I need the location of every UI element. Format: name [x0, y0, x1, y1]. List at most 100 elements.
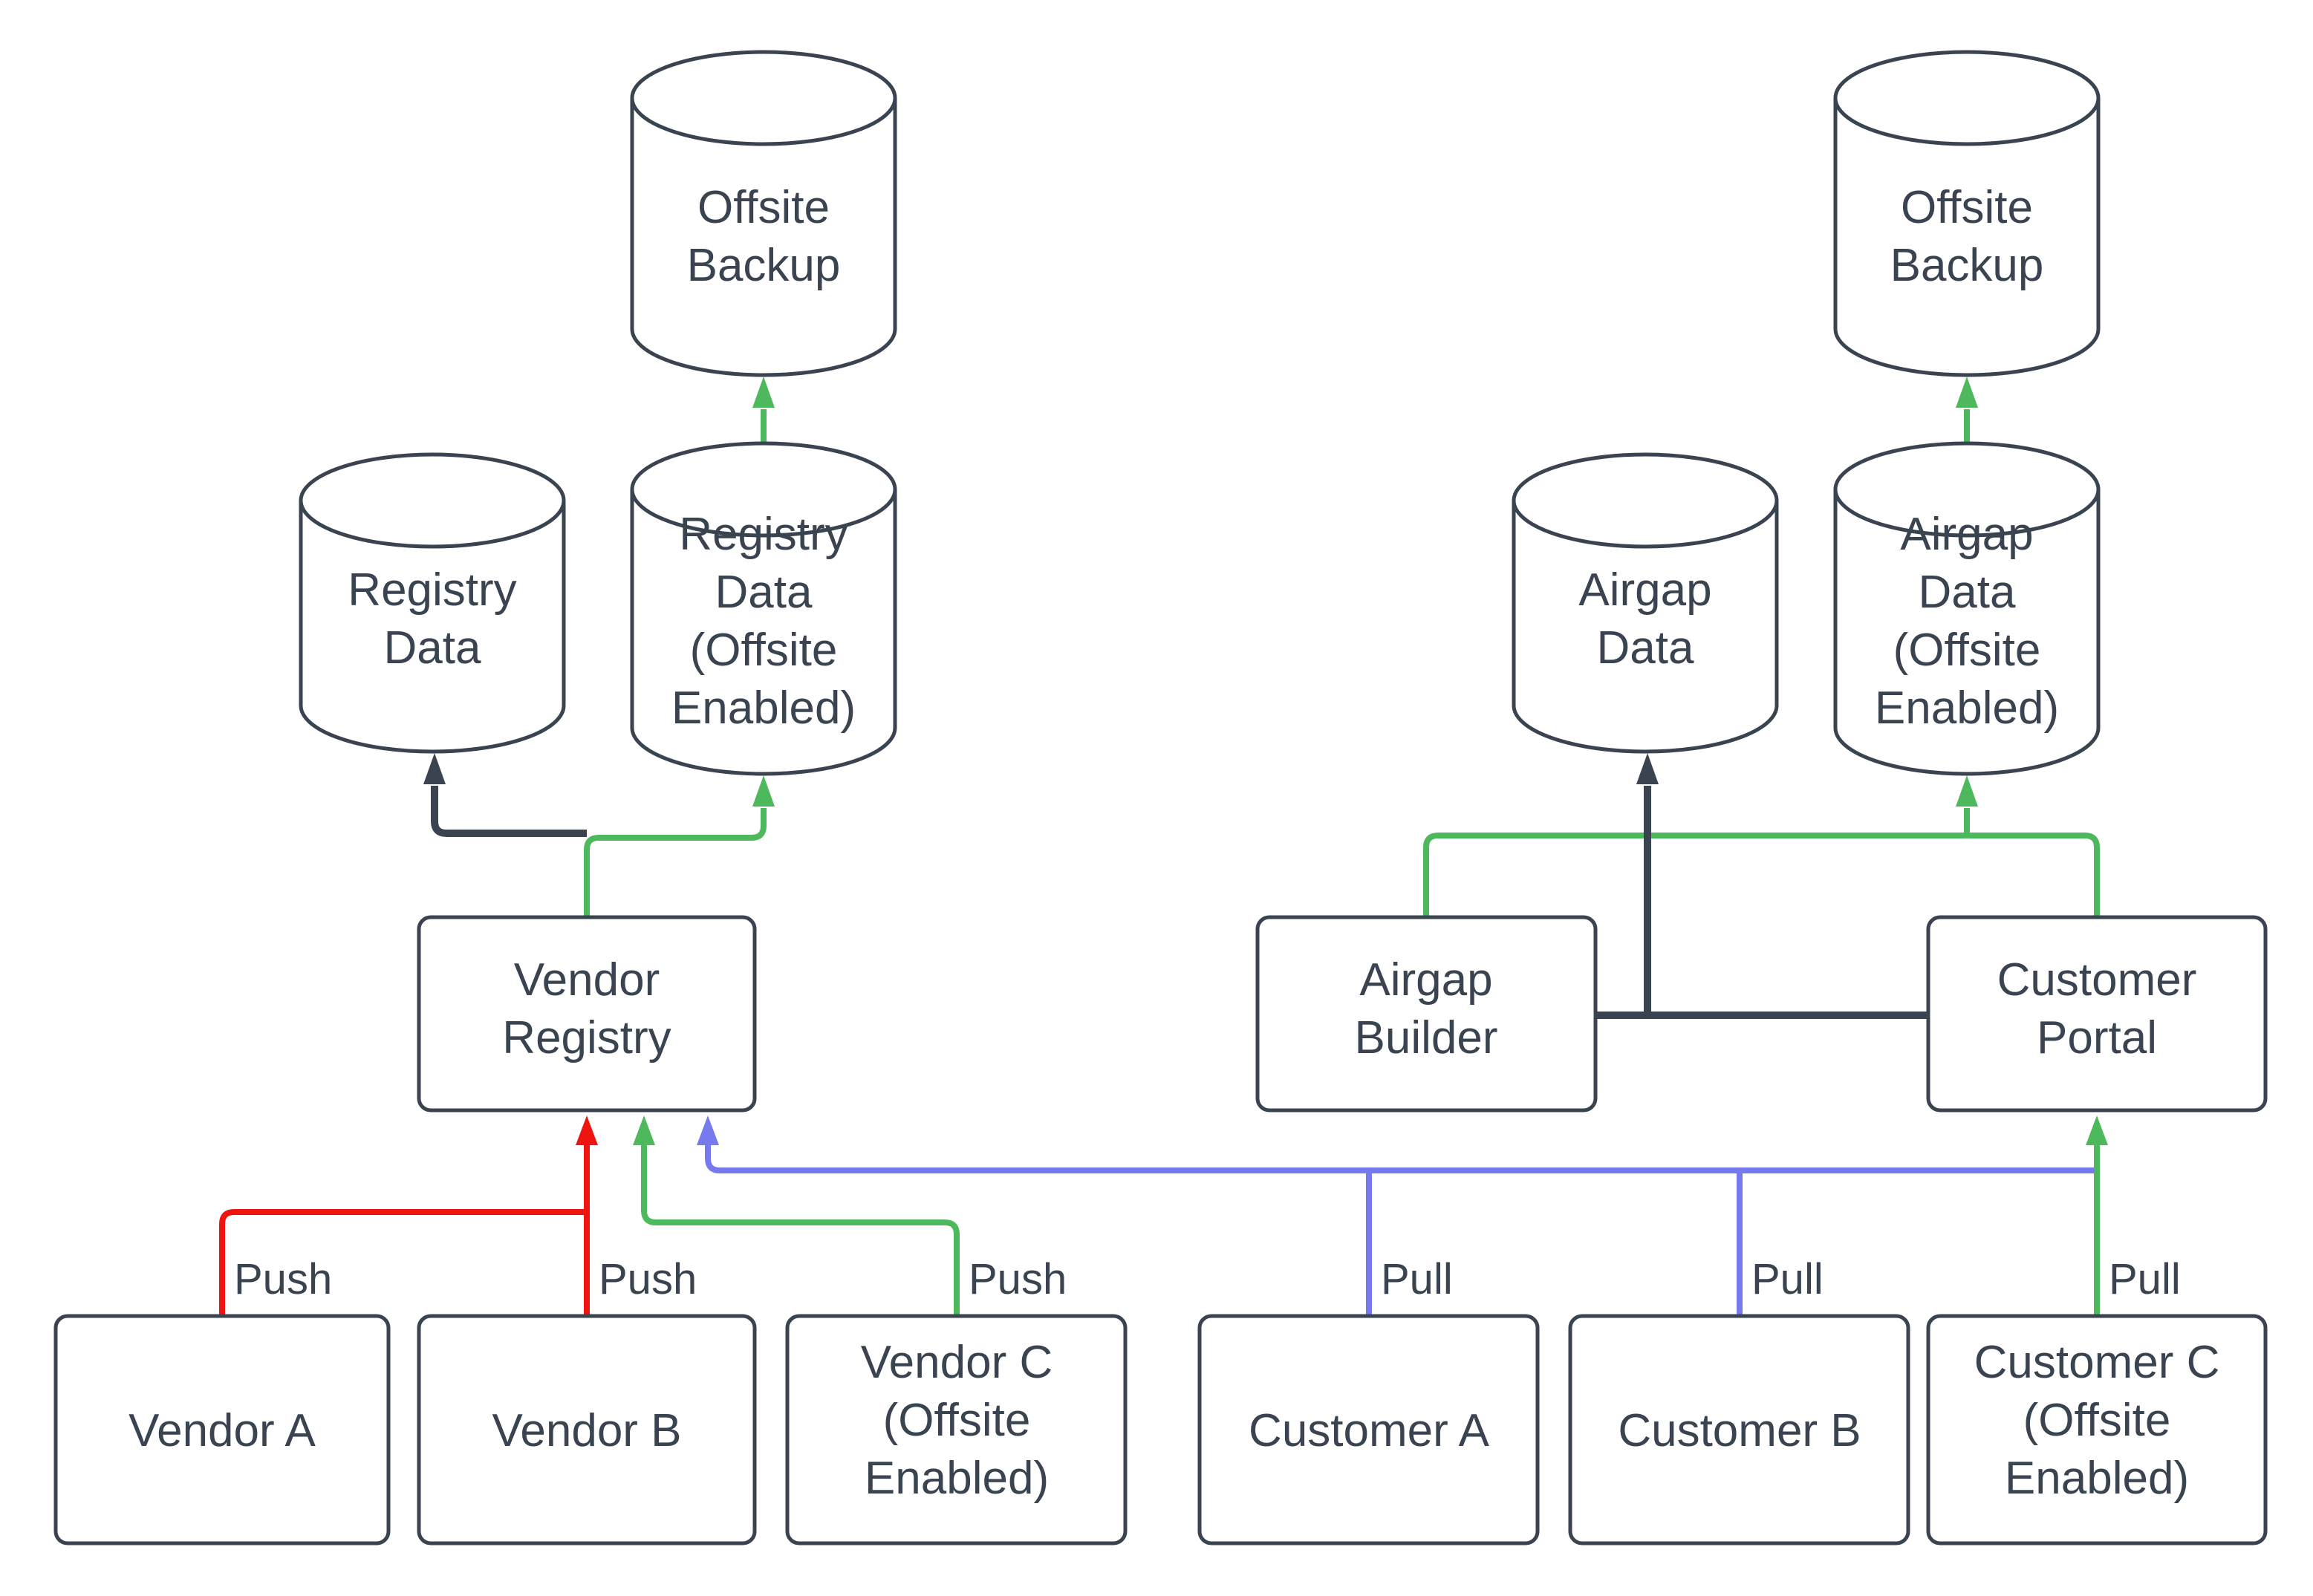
offsite-backup-left-cylinder [630, 98, 897, 377]
customer-c-box [1926, 1314, 2268, 1545]
node-customer-a: Customer A [1197, 1314, 1540, 1545]
customer-a-box [1197, 1314, 1540, 1545]
vendor-registry-label: Vendor [514, 954, 660, 1006]
vendor-a-box [53, 1314, 391, 1545]
node-customer-c: Customer C (Offsite Enabled) [1926, 1314, 2268, 1545]
edge-registry-offsite-to-offsite-backup [752, 377, 775, 443]
push-label-vendor-a: Push [234, 1255, 332, 1303]
airgap-data-cylinder [1512, 501, 1779, 754]
pull-label-customer-a: Pull [1381, 1255, 1453, 1303]
offsite-backup-right-label: Offsite [1901, 182, 2033, 233]
customer-b-box [1568, 1314, 1910, 1545]
offsite-backup-left-label: Offsite [697, 182, 830, 233]
customer-portal-box [1926, 915, 2268, 1113]
airgap-data-offsite-cylinder [1833, 489, 2101, 776]
airgap-builder-box [1255, 915, 1598, 1113]
node-offsite-backup-left: Offsite Backup [630, 50, 897, 377]
registry-data-line [431, 786, 587, 837]
pull-label-customer-b: Pull [1751, 1255, 1824, 1303]
edge-airgap-builder-customer-portal [1595, 753, 1928, 1019]
offsite-backup-right-cylinder-top [1833, 50, 2101, 146]
edge-customer-c-pull-to-customer-portal [2086, 1115, 2108, 1316]
arrowhead-into-offsite-backup-left [752, 377, 775, 408]
node-customer-portal: Customer Portal [1926, 915, 2268, 1113]
offsite-backup-right-label: Backup [1890, 240, 2044, 291]
airgap-builder-label: Builder [1355, 1012, 1498, 1064]
vendor-c-label: Enabled) [865, 1453, 1049, 1504]
node-vendor-b: Vendor B [417, 1314, 757, 1545]
pull-bus-line [705, 1145, 2097, 1173]
airgap-data-cylinder-top [1512, 452, 1779, 549]
vendor-registry-box [417, 915, 757, 1113]
airgap-data-offsite-label: Airgap [1900, 509, 2033, 560]
customer-b-label: Customer B [1618, 1405, 1861, 1456]
airgap-data-offsite-label: Enabled) [1875, 683, 2059, 734]
node-registry-data: Registry Data [299, 452, 566, 754]
node-registry-data-offsite: Registry Data (Offsite Enabled) [630, 441, 897, 776]
node-airgap-builder: Airgap Builder [1255, 915, 1598, 1113]
registry-data-offsite-cylinder [630, 489, 897, 776]
customer-c-label: Enabled) [2005, 1453, 2189, 1504]
offsite-backup-right-cylinder [1833, 98, 2101, 377]
vendor-c-push-line [641, 1145, 960, 1316]
vendor-a-label: Vendor A [128, 1405, 316, 1456]
registry-data-offsite-label: Registry [679, 509, 848, 560]
edge-customers-pull-to-vendor-registry [697, 1115, 2097, 1316]
customer-a-label: Customer A [1249, 1405, 1490, 1456]
arrowhead-into-airgap-data-offsite [1956, 775, 1978, 807]
arrowhead-into-airgap-data [1636, 753, 1659, 784]
customer-portal-label: Portal [2037, 1012, 2157, 1064]
offsite-backup-left-cylinder-top [630, 50, 897, 146]
vendor-c-label: Vendor C [861, 1337, 1053, 1388]
customer-portal-label: Customer [1997, 954, 2197, 1006]
edge-labels: Push Push Push Pull Pull Pull [234, 1255, 2181, 1303]
arrowhead-into-registry-data-offsite [752, 775, 775, 807]
registry-data-offsite-label: (Offsite [690, 625, 838, 676]
registry-data-offsite-cylinder-top [630, 441, 897, 538]
push-label-vendor-c: Push [969, 1255, 1067, 1303]
arrowhead-into-customer-portal [2086, 1115, 2108, 1145]
registry-offsite-line [584, 808, 767, 917]
node-vendor-a: Vendor A [53, 1314, 391, 1545]
registry-data-label: Registry [348, 564, 516, 616]
edge-vendor-registry-to-registry-data [423, 753, 587, 837]
customer-c-label: Customer C [1974, 1337, 2220, 1388]
registry-data-offsite-label: Enabled) [671, 683, 856, 734]
nodes: Offsite Backup Registry Data Registry Da… [53, 50, 2268, 1545]
airgap-data-offsite-cylinder-top [1833, 441, 2101, 538]
airgap-data-offsite-label: (Offsite [1893, 625, 2041, 676]
node-vendor-registry: Vendor Registry [417, 915, 757, 1113]
vendor-c-label: (Offsite [883, 1395, 1031, 1446]
vendor-a-push-line [219, 1209, 587, 1316]
registry-data-offsite-label: Data [715, 567, 813, 618]
node-airgap-data-offsite: Airgap Data (Offsite Enabled) [1833, 441, 2101, 776]
arrowhead-vendor-c-into-vendor-registry [633, 1115, 655, 1145]
airgap-data-offsite-label: Data [1919, 567, 2016, 618]
customer-c-label: (Offsite [2023, 1395, 2171, 1446]
registry-data-cylinder [299, 501, 566, 754]
node-vendor-c: Vendor C (Offsite Enabled) [785, 1314, 1128, 1545]
edge-airgap-offsite-to-offsite-backup [1956, 377, 1978, 443]
node-offsite-backup-right: Offsite Backup [1833, 50, 2101, 377]
edges [219, 377, 2108, 1316]
airgap-builder-label: Airgap [1359, 954, 1492, 1006]
edge-vendor-registry-to-registry-data-offsite [584, 775, 775, 917]
vendor-b-label: Vendor B [492, 1405, 681, 1456]
arrowhead-pull-into-vendor-registry [697, 1115, 719, 1145]
arrowhead-into-offsite-backup-right [1956, 377, 1978, 408]
node-customer-b: Customer B [1568, 1314, 1910, 1545]
edge-vendor-c-push-to-vendor-registry [633, 1115, 960, 1316]
airgap-data-label: Airgap [1578, 564, 1711, 616]
push-label-vendor-b: Push [599, 1255, 697, 1303]
edge-airgap-green-bus [1423, 775, 2100, 917]
vendor-b-box [417, 1314, 757, 1545]
edge-vendors-push-to-vendor-registry [219, 1115, 598, 1316]
node-airgap-data: Airgap Data [1512, 452, 1779, 754]
arrowhead-push-into-vendor-registry [576, 1115, 598, 1145]
vendor-c-box [785, 1314, 1128, 1545]
pull-label-customer-c: Pull [2109, 1255, 2181, 1303]
vendor-registry-label: Registry [502, 1012, 671, 1064]
registry-data-label: Data [384, 622, 481, 674]
offsite-backup-left-label: Backup [687, 240, 841, 291]
